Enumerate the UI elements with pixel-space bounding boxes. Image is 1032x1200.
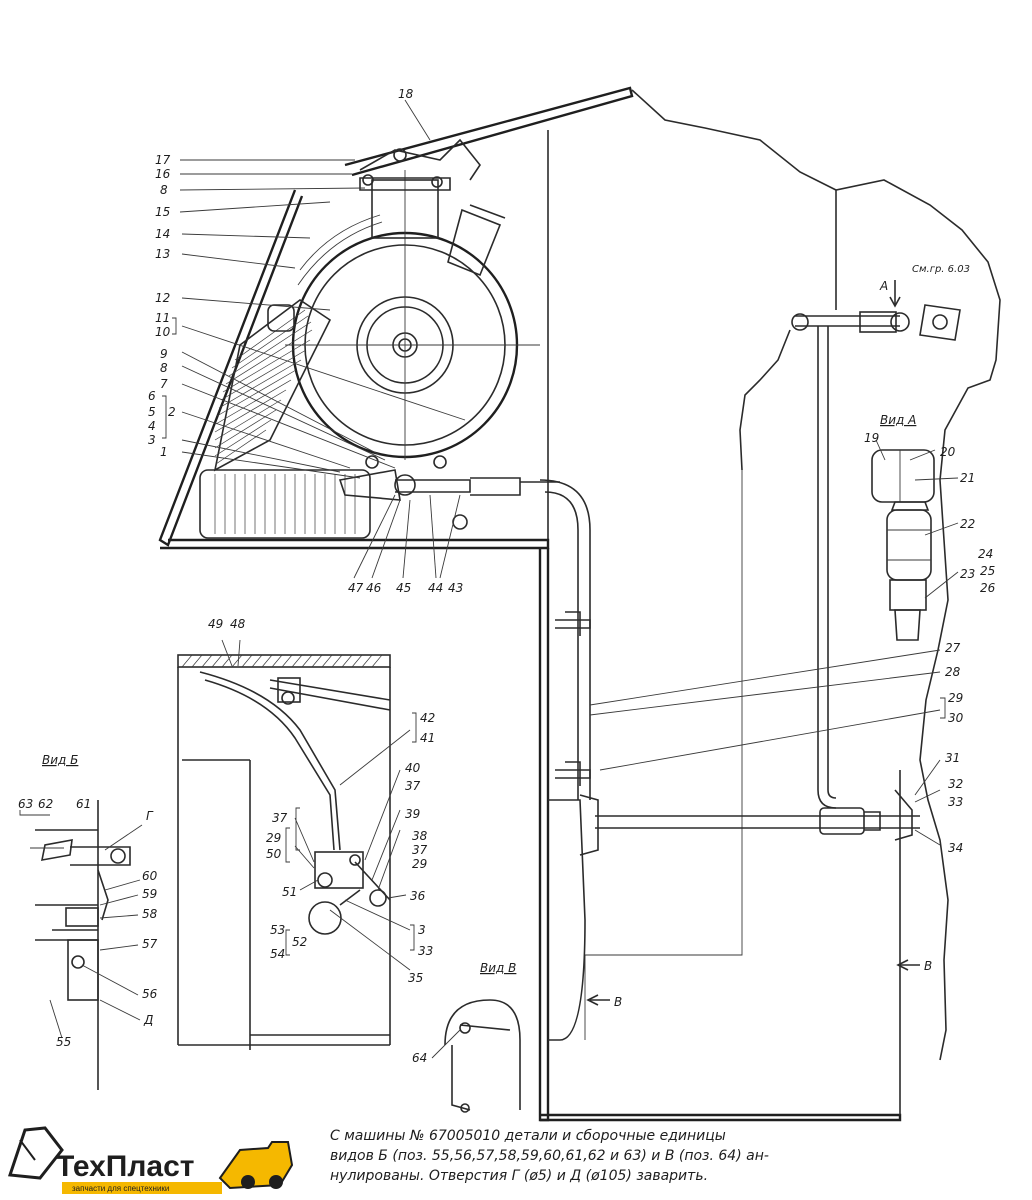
label-36: 36 [410, 889, 426, 903]
view-v-detail [431, 999, 521, 1113]
view-a-title: Вид А [880, 413, 916, 427]
label-19: 19 [864, 431, 879, 445]
label-16: 16 [155, 167, 171, 181]
label-59: 59 [142, 887, 157, 901]
ref-note: См.гр. 6.03 [912, 264, 970, 275]
label-50: 50 [266, 847, 282, 861]
label-57: 57 [142, 937, 158, 951]
label-14: 14 [155, 227, 170, 241]
label-33b: 33 [418, 944, 433, 958]
label-37b: 37 [412, 843, 428, 857]
label-54: 54 [270, 947, 285, 961]
label-52: 52 [292, 935, 307, 949]
logo-subtitle: запчасти для спецтехники [72, 1184, 169, 1193]
label-9: 9 [160, 347, 168, 361]
label-56: 56 [142, 987, 158, 1001]
label-30: 30 [948, 711, 964, 725]
label-46: 46 [366, 581, 382, 595]
label-3a: 3 [148, 433, 156, 447]
label-2: 2 [168, 405, 176, 419]
arrow-v-letter-2: В [924, 959, 932, 973]
label-40: 40 [405, 761, 421, 775]
label-28: 28 [945, 665, 961, 679]
label-1: 1 [160, 445, 168, 459]
label-42: 42 [420, 711, 435, 725]
label-6: 6 [148, 389, 156, 403]
leader-lines-top [162, 99, 466, 579]
label-5: 5 [148, 405, 156, 419]
mark-d: Д [143, 1013, 153, 1027]
label-61: 61 [76, 797, 91, 811]
label-20: 20 [940, 445, 956, 459]
label-11: 11 [155, 311, 170, 325]
label-41: 41 [420, 731, 435, 745]
label-29b: 29 [412, 857, 427, 871]
label-8a: 8 [160, 183, 168, 197]
label-31: 31 [945, 751, 960, 765]
note-line-1: С машины № 67005010 детали и сборочные е… [330, 1128, 726, 1144]
label-53: 53 [270, 923, 285, 937]
label-21: 21 [960, 471, 975, 485]
label-8b: 8 [160, 361, 168, 375]
view-v-title: Вид В [480, 961, 516, 975]
view-b-detail [19, 800, 143, 1090]
label-22: 22 [960, 517, 975, 531]
label-35: 35 [408, 971, 423, 985]
label-37a: 37 [405, 779, 421, 793]
logo: ТехПласт запчасти для спецтехники [7, 1126, 294, 1194]
cabin-outline [158, 86, 1001, 1122]
control-rod-system [548, 280, 961, 1041]
view-b-title: Вид Б [42, 753, 78, 767]
label-45: 45 [396, 581, 411, 595]
arrow-v-letter-1: В [614, 995, 622, 1009]
label-10: 10 [155, 325, 171, 339]
label-3b: 3 [418, 923, 426, 937]
core-ribs [214, 474, 356, 534]
label-55: 55 [56, 1035, 71, 1049]
view-a-detail [871, 439, 959, 641]
label-27: 27 [945, 641, 961, 655]
label-29a: 29 [948, 691, 963, 705]
label-23: 23 [960, 567, 975, 581]
label-38: 38 [412, 829, 428, 843]
label-26: 26 [980, 581, 996, 595]
label-24: 24 [978, 547, 993, 561]
label-17: 17 [155, 153, 171, 167]
label-15: 15 [155, 205, 170, 219]
note-line-2: видов Б (поз. 55,56,57,58,59,60,61,62 и … [330, 1148, 769, 1164]
label-58: 58 [142, 907, 158, 921]
label-34: 34 [948, 841, 963, 855]
heater-fan-assembly [199, 138, 591, 545]
label-48: 48 [230, 617, 246, 631]
label-47: 47 [348, 581, 364, 595]
label-32: 32 [948, 777, 963, 791]
label-29c: 29 [266, 831, 281, 845]
annotation-note: С машины № 67005010 детали и сборочные е… [330, 1128, 769, 1184]
label-63: 63 [18, 797, 33, 811]
label-44: 44 [428, 581, 443, 595]
top-hatch [181, 654, 383, 668]
label-13: 13 [155, 247, 170, 261]
arrow-a-letter: А [879, 279, 888, 293]
label-4: 4 [148, 419, 156, 433]
label-49: 49 [208, 617, 223, 631]
label-33a: 33 [948, 795, 963, 809]
note-line-3: нулированы. Отверстия Г (ø5) и Д (ø105) … [330, 1168, 708, 1184]
label-12: 12 [155, 291, 170, 305]
label-64: 64 [412, 1051, 427, 1065]
label-25: 25 [980, 564, 995, 578]
lever-mechanism-view [177, 639, 417, 1050]
logo-text: ТехПласт [56, 1150, 195, 1183]
label-39: 39 [405, 807, 420, 821]
mark-g: Г [146, 809, 154, 823]
label-43: 43 [448, 581, 463, 595]
label-18: 18 [398, 87, 414, 101]
label-60: 60 [142, 869, 158, 883]
label-62: 62 [38, 797, 53, 811]
part-labels: 18 17 16 8 15 14 13 12 11 10 9 8 7 6 5 2… [18, 87, 996, 1065]
label-37c: 37 [272, 811, 288, 825]
label-51: 51 [282, 885, 297, 899]
label-7: 7 [160, 377, 168, 391]
